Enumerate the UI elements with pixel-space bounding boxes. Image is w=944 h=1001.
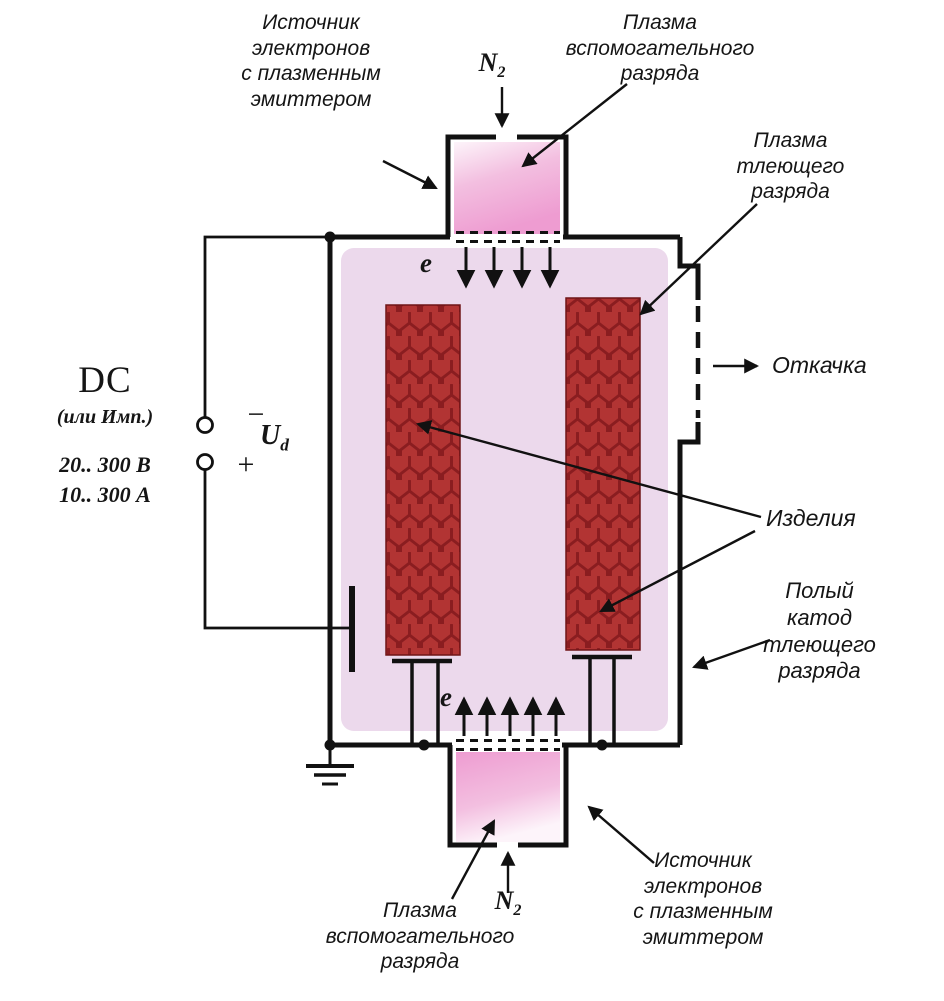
n2-symbol: N: [494, 886, 514, 915]
label-voltage-range: 20.. 300 В: [59, 452, 151, 477]
ud-symbol: U: [260, 420, 281, 451]
workpiece-left: [385, 304, 461, 656]
arrow-glow-plasma: [639, 203, 758, 316]
top-aux-plasma-fill: [454, 142, 560, 234]
arrow-products-right: [599, 529, 756, 613]
ud-subscript: d: [280, 435, 289, 455]
n2-subscript: 2: [513, 902, 522, 920]
label-aux-plasma-top: Плазма вспомогательного разряда: [565, 11, 755, 86]
arrow-aux-plasma-bottom: [450, 819, 496, 900]
label-n2-bottom: N2: [478, 886, 538, 920]
arrow-products-left: [415, 420, 762, 519]
ground-symbol: [306, 745, 354, 786]
source-terminal-minus: [196, 416, 214, 434]
n2-symbol: N: [478, 48, 498, 77]
label-aux-plasma-bottom: Плазма вспомогательного разряда: [325, 899, 515, 974]
label-glow-plasma: Плазма тлеющего разряда: [736, 129, 845, 204]
label-electron-top: e: [420, 248, 432, 278]
label-minus-sign: −: [247, 398, 265, 431]
hollow-cathode-chamber-wall: [327, 234, 701, 748]
label-ud: Ud: [260, 420, 330, 456]
label-electron-bottom: e: [440, 682, 452, 712]
label-hollow-cathode: Полый катод тлеющего разряда: [763, 578, 876, 684]
label-products: Изделия: [766, 505, 856, 531]
junction-dots: [324, 231, 608, 751]
electron-beam-bottom: [454, 696, 566, 736]
bottom-aux-plasma-fill: [456, 752, 560, 842]
arrow-hollow-cathode: [692, 638, 771, 670]
n2-subscript: 2: [497, 64, 506, 82]
power-circuit-wires: [203, 235, 355, 672]
arrow-source-top: [382, 159, 438, 190]
annotation-arrows: [382, 83, 771, 900]
label-dc: DC: [78, 360, 132, 401]
electron-beam-top: [456, 247, 560, 289]
label-plus-sign: +: [237, 448, 255, 481]
label-pumping: Откачка: [772, 352, 867, 378]
label-current-range: 10.. 300 А: [59, 482, 151, 507]
source-terminal-plus: [196, 453, 214, 471]
arrow-source-bottom: [587, 805, 655, 864]
label-electron-source-top: Источник электронов с плазменным эмиттер…: [241, 11, 381, 111]
emission-grids: [456, 231, 560, 751]
top-electron-source-box: [445, 134, 569, 237]
label-electron-source-bottom: Источник электронов с плазменным эмиттер…: [633, 849, 773, 949]
arrow-aux-plasma-top: [521, 83, 628, 168]
label-dc-mode: (или Имп.): [56, 406, 154, 428]
label-n2-top: N2: [462, 48, 522, 82]
workpiece-holders: [392, 654, 632, 744]
